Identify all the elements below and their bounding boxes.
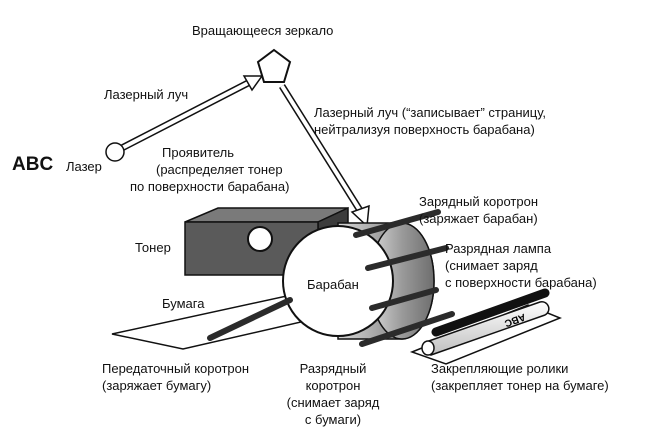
erase-lamp-bar-lower — [369, 287, 439, 311]
label-erase-lamp-2: (снимает заряд — [445, 258, 538, 273]
transfer-corotron-bar — [207, 297, 293, 341]
label-erase-lamp: Разрядная лампа — [445, 241, 552, 256]
label-abc: ABC — [12, 154, 54, 175]
label-toner: Тонер — [135, 240, 171, 255]
laser-beam-to-drum — [279, 84, 370, 228]
label-laser: Лазер — [66, 159, 102, 174]
label-laser-beam-write-2: нейтрализуя поверхность барабана) — [314, 122, 535, 137]
label-developer-3: по поверхности барабана) — [130, 179, 290, 194]
label-developer: Проявитель — [162, 145, 234, 160]
laser-emitter — [105, 142, 125, 162]
fuser-rollers — [421, 288, 550, 356]
mirror-icon — [256, 48, 292, 83]
label-erase-lamp-3: с поверхности барабана) — [445, 275, 597, 290]
label-discharge-corotron-2: коротрон — [305, 378, 361, 393]
label-charge-corotron: Зарядный коротрон — [419, 194, 539, 209]
label-paper: Бумага — [162, 296, 205, 311]
label-transfer-corotron: Передаточный коротрон — [102, 361, 250, 376]
label-drum: Барабан — [307, 277, 359, 292]
label-laser-beam-write: Лазерный луч (“записывает” страницу, — [314, 105, 547, 120]
drum — [282, 222, 435, 340]
label-charge-corotron-2: (заряжает барабан) — [419, 211, 538, 226]
label-discharge-corotron-3: (снимает заряд — [286, 395, 380, 410]
erase-lamp-bar — [365, 245, 449, 271]
charge-corotron-bar — [353, 209, 441, 238]
developer-roller — [247, 226, 273, 252]
label-discharge-corotron-4: с бумаги) — [304, 412, 362, 427]
label-laser-beam: Лазерный луч — [104, 87, 189, 102]
label-developer-2: (распределяет тонер — [156, 162, 283, 177]
laser-beam-to-mirror — [116, 75, 264, 154]
label-fuser-rollers: Закрепляющие ролики — [431, 361, 569, 376]
label-mirror: Вращающееся зеркало — [192, 23, 334, 38]
label-discharge-corotron: Разрядный — [299, 361, 367, 376]
discharge-corotron-bar — [359, 311, 455, 347]
label-transfer-corotron-2: (заряжает бумагу) — [102, 378, 212, 393]
label-fuser-rollers-2: (закрепляет тонер на бумаге) — [431, 378, 609, 393]
